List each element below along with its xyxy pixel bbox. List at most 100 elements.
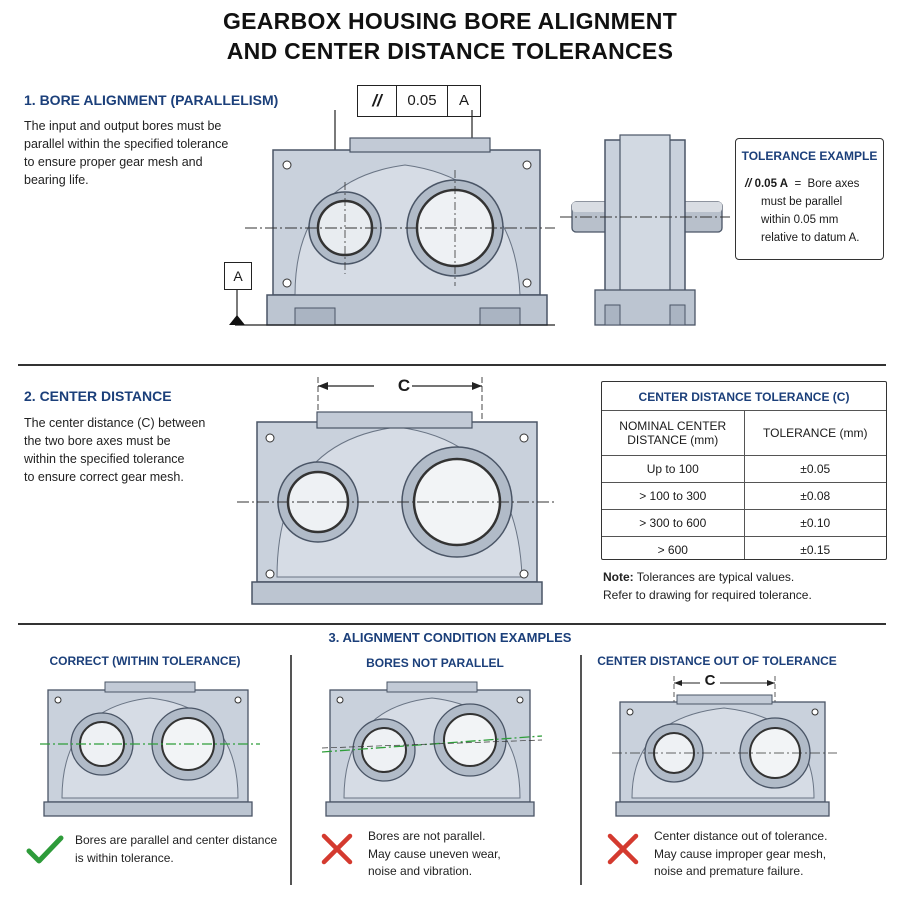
tolerance-example-prefix: //: [745, 178, 755, 190]
table-cell: ±0.05: [743, 455, 886, 483]
datum-triangle: [229, 315, 245, 325]
side-foot: [669, 304, 686, 326]
section-2-line: the two bore axes must be: [24, 434, 171, 448]
section-1-line: The input and output bores must be: [24, 119, 222, 133]
table-row: > 100 to 300±0.08: [602, 482, 886, 510]
col-header-nominal-line: DISTANCE (mm): [627, 433, 719, 447]
table-note: Note: Tolerances are typical values. Ref…: [603, 568, 812, 604]
table-cell: > 100 to 300: [602, 482, 745, 510]
parallelism-symbol: //: [358, 86, 397, 116]
section-3-heading: 3. ALIGNMENT CONDITION EXAMPLES: [328, 630, 572, 645]
mount-hole: [519, 569, 529, 579]
mount-hole: [626, 708, 634, 716]
section-1-heading: 1. BORE ALIGNMENT (PARALLELISM): [24, 92, 279, 108]
section-2-heading: 2. CENTER DISTANCE: [24, 388, 172, 404]
tolerance-example-eq: = Bore axes: [788, 178, 860, 190]
section-2-text: The center distance (C) between the two …: [24, 414, 205, 486]
table-cell: ±0.10: [743, 509, 886, 537]
mount-hole: [234, 696, 242, 704]
caption-line: is within tolerance.: [75, 850, 174, 865]
side-housing-core: [619, 134, 671, 321]
table-row: > 600±0.15: [602, 536, 886, 559]
base-foot-right: [479, 307, 521, 326]
mount-hole: [336, 696, 344, 704]
center-distance-label: C: [397, 376, 411, 395]
dim-arrow-left: [674, 680, 682, 686]
example-correct-caption: Bores are parallel and center distance i…: [75, 832, 277, 867]
side-foot: [604, 304, 621, 326]
tolerance-example-value: 0.05 A: [754, 178, 789, 190]
mount-hole: [282, 278, 292, 288]
col-header-tolerance: TOLERANCE (mm): [743, 410, 886, 456]
housing-base: [43, 801, 253, 817]
housing-correct: [40, 681, 260, 817]
reference-centerline: [322, 739, 542, 749]
mount-hole: [265, 433, 275, 443]
divider-2: [18, 623, 886, 625]
check-icon: [26, 835, 64, 864]
example-cd-out-title: CENTER DISTANCE OUT OF TOLERANCE: [597, 654, 837, 668]
table-cell: ±0.15: [743, 536, 886, 559]
dim-arrow-right: [767, 680, 775, 686]
note-line-2: Refer to drawing for required tolerance.: [603, 588, 812, 602]
tolerance-example-text: // 0.05 A = Bore axes must be parallel w…: [745, 175, 883, 247]
caption-line: May cause improper gear mesh,: [654, 846, 827, 861]
center-distance-table-box: CENTER DISTANCE TOLERANCE (C) NOMINAL CE…: [601, 381, 887, 560]
col-header-nominal: NOMINAL CENTER DISTANCE (mm): [602, 410, 745, 456]
section-1-line: bearing life.: [24, 173, 89, 187]
title-line-2: AND CENTER DISTANCE TOLERANCES: [226, 38, 674, 64]
mount-hole: [516, 696, 524, 704]
table-cell: > 300 to 600: [602, 509, 745, 537]
tolerance-example-box: TOLERANCE EXAMPLE // 0.05 A = Bore axes …: [735, 138, 884, 260]
datum-a-box: A: [224, 262, 252, 290]
housing-front-view-1: [229, 110, 555, 326]
caption-line: noise and premature failure.: [654, 864, 804, 878]
mount-hole: [282, 160, 292, 170]
table-header-row: NOMINAL CENTER DISTANCE (mm) TOLERANCE (…: [602, 410, 886, 456]
table-cell: > 600: [602, 536, 745, 559]
cross-icon: [607, 833, 639, 865]
caption-line: Bores are not parallel.: [368, 829, 486, 843]
tolerance-example-line: within 0.05 mm: [761, 214, 839, 226]
example-cd-out-caption: Center distance out of tolerance. May ca…: [654, 828, 827, 881]
housing-top-rib: [316, 411, 473, 429]
divider-1: [18, 364, 886, 366]
section-1-line: to ensure proper gear mesh and: [24, 155, 203, 169]
col-header-nominal-line: NOMINAL CENTER: [619, 419, 727, 433]
tolerance-example-line: relative to datum A.: [761, 232, 860, 244]
section-2-line: within the specified tolerance: [24, 452, 185, 466]
section-1-text: The input and output bores must be paral…: [24, 117, 228, 189]
base-foot-left: [294, 307, 336, 326]
tolerance-example-heading: TOLERANCE EXAMPLE: [741, 149, 878, 163]
section-2-line: to ensure correct gear mesh.: [24, 470, 184, 484]
note-line-1: Tolerances are typical values.: [633, 570, 795, 584]
mount-hole: [519, 433, 529, 443]
fcf-tolerance: 0.05: [397, 86, 448, 116]
table-cell: ±0.08: [743, 482, 886, 510]
fcf-datum: A: [458, 92, 469, 109]
section-2-line: The center distance (C) between: [24, 416, 206, 430]
title-line-1: GEARBOX HOUSING BORE ALIGNMENT: [222, 8, 678, 34]
housing-side-view: [560, 134, 730, 326]
output-bore: [443, 713, 497, 767]
caption-line: noise and vibration.: [368, 864, 473, 878]
table-row: Up to 100±0.05: [602, 455, 886, 483]
mount-hole: [54, 696, 62, 704]
table-row: > 300 to 600±0.10: [602, 509, 886, 537]
housing-top-rib: [386, 681, 478, 693]
housing-front-view-2: [237, 377, 557, 605]
tolerance-example-line: must be parallel: [761, 196, 843, 208]
feature-control-frame: // 0.05 A: [357, 85, 481, 117]
housing-top-rib: [676, 694, 773, 705]
housing-not-parallel: [322, 681, 542, 817]
mount-hole: [811, 708, 819, 716]
center-distance-table: NOMINAL CENTER DISTANCE (mm) TOLERANCE (…: [602, 410, 886, 559]
cd-table-heading: CENTER DISTANCE TOLERANCE (C): [602, 382, 886, 411]
housing-cd-out: [612, 676, 837, 817]
caption-line: Bores are parallel and center distance: [75, 833, 278, 847]
input-bore: [361, 727, 407, 773]
housing-top-rib: [104, 681, 196, 693]
housing-base: [325, 801, 535, 817]
section-1-line: parallel within the specified tolerance: [24, 137, 229, 151]
dim-arrow-right: [472, 382, 482, 390]
